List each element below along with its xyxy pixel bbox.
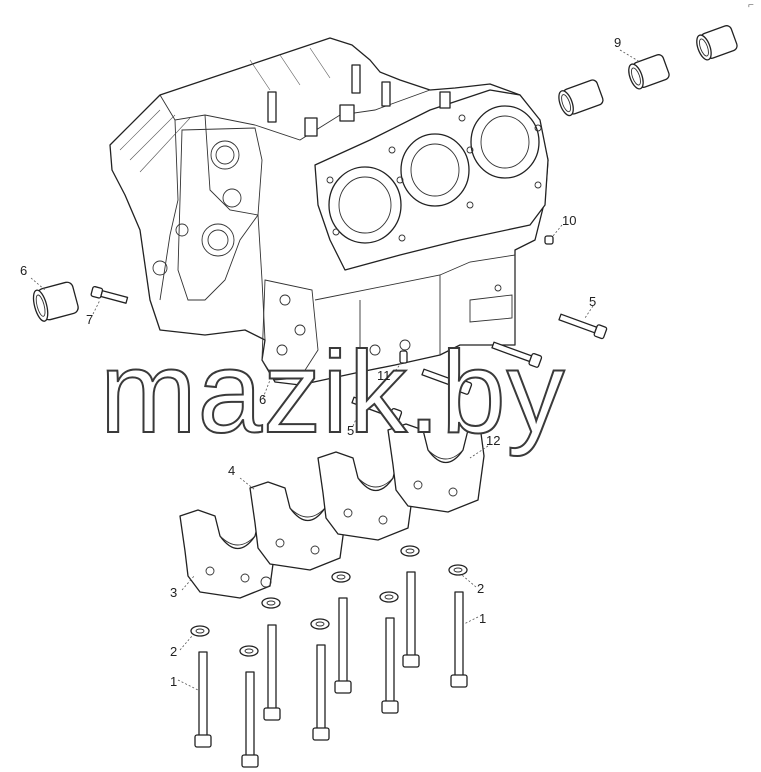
washers-2 xyxy=(190,545,468,657)
bolts-5 xyxy=(351,313,608,423)
plug-10 xyxy=(544,235,554,245)
engine-block xyxy=(109,37,549,386)
screw-7 xyxy=(90,285,129,304)
stud-bolts-1 xyxy=(194,571,468,768)
callout-2: 2 xyxy=(170,644,178,659)
callout-2b: 2 xyxy=(477,581,485,596)
callout-4: 4 xyxy=(228,463,236,478)
callout-12: 12 xyxy=(486,433,501,448)
callout-1b: 1 xyxy=(479,611,487,626)
main-bearing-caps xyxy=(179,423,485,599)
callout-11: 11 xyxy=(377,368,391,383)
leader-lines xyxy=(30,49,641,691)
callout-7: 7 xyxy=(86,312,94,327)
bearing-shells-9 xyxy=(558,25,738,117)
callout-9: 9 xyxy=(614,35,622,50)
callout-10: 10 xyxy=(562,213,577,228)
dowel-11 xyxy=(399,350,408,364)
callout-1: 1 xyxy=(170,674,178,689)
bushing-8 xyxy=(32,281,79,322)
callout-5b: 5 xyxy=(347,423,355,438)
callout-3: 3 xyxy=(170,585,178,600)
watermark-text: mazik.by xyxy=(99,327,566,457)
corner-mark: ⌐ xyxy=(748,0,754,11)
callout-5: 5 xyxy=(589,294,597,309)
callout-8: 6 xyxy=(20,263,28,278)
callout-6: 6 xyxy=(259,392,267,407)
